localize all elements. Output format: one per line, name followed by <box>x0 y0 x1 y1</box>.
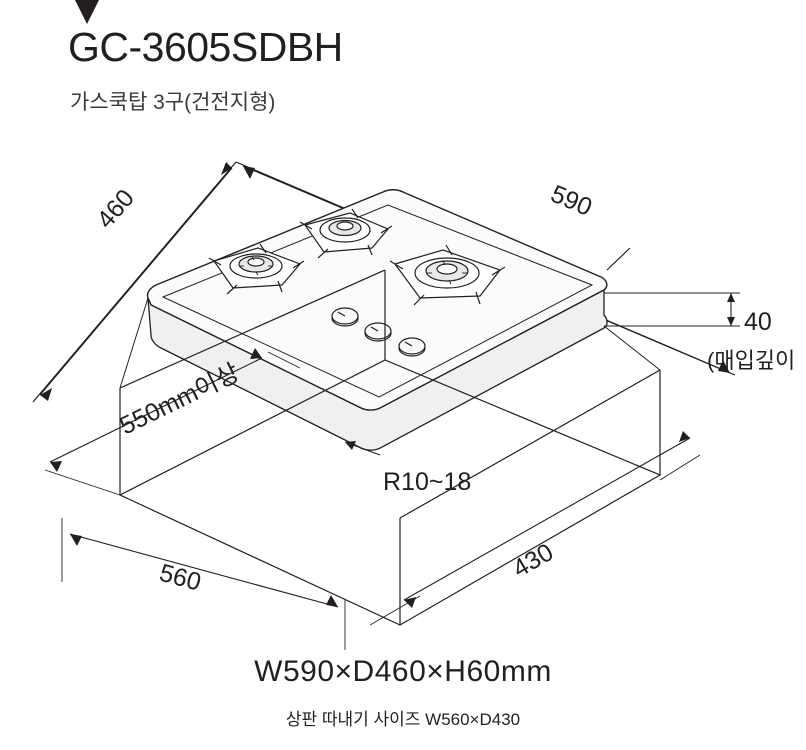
cutout-size-caption: 상판 따내기 사이즈 W560×D430 <box>285 710 521 729</box>
product-dimension-diagram: 460 590 40 (매입깊이 550mm이상 R10~18 560 430 <box>0 130 806 658</box>
page-title: GC-3605SDBH <box>68 24 343 70</box>
label-depth-460: 460 <box>91 184 140 234</box>
label-cutout-min: 550mm이상 <box>115 359 244 441</box>
label-height-40: 40 <box>744 308 772 336</box>
label-height-note: (매입깊이 <box>707 348 795 373</box>
label-width-590: 590 <box>547 180 596 222</box>
label-cutout-width-560: 560 <box>156 559 204 597</box>
overall-dimensions: W590×D460×H60mm <box>254 655 552 688</box>
triangle-down-icon <box>70 0 104 24</box>
label-radius: R10~18 <box>383 468 471 496</box>
label-cutout-depth-430: 430 <box>508 538 558 583</box>
page-subtitle: 가스쿡탑 3구(건전지형) <box>70 91 276 114</box>
